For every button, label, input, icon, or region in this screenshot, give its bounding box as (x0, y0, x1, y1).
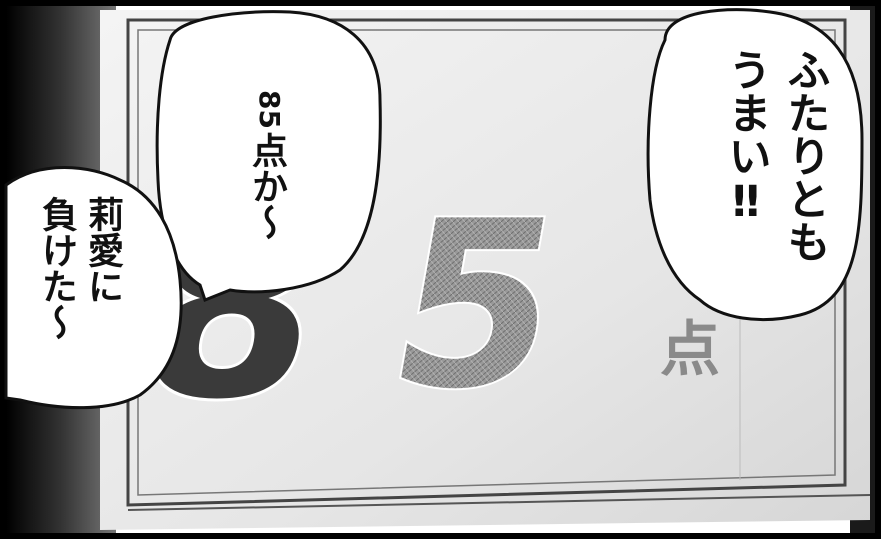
left-bubble-line-2: 負けた〜 (36, 196, 77, 340)
center-bubble-line-1: 85 (253, 90, 286, 129)
speech-bubble-center (155, 10, 382, 302)
speech-bubble-left (4, 166, 183, 410)
speech-bubble-right (646, 8, 864, 322)
left-bubble-line-1: 莉愛に (82, 196, 123, 304)
score-unit: 点 (660, 315, 720, 385)
right-bubble-line-2: うまい‼ (721, 48, 771, 227)
center-bubble-line-2: 点か〜 (246, 132, 287, 240)
right-bubble-line-1: ふたりとも (780, 48, 830, 263)
